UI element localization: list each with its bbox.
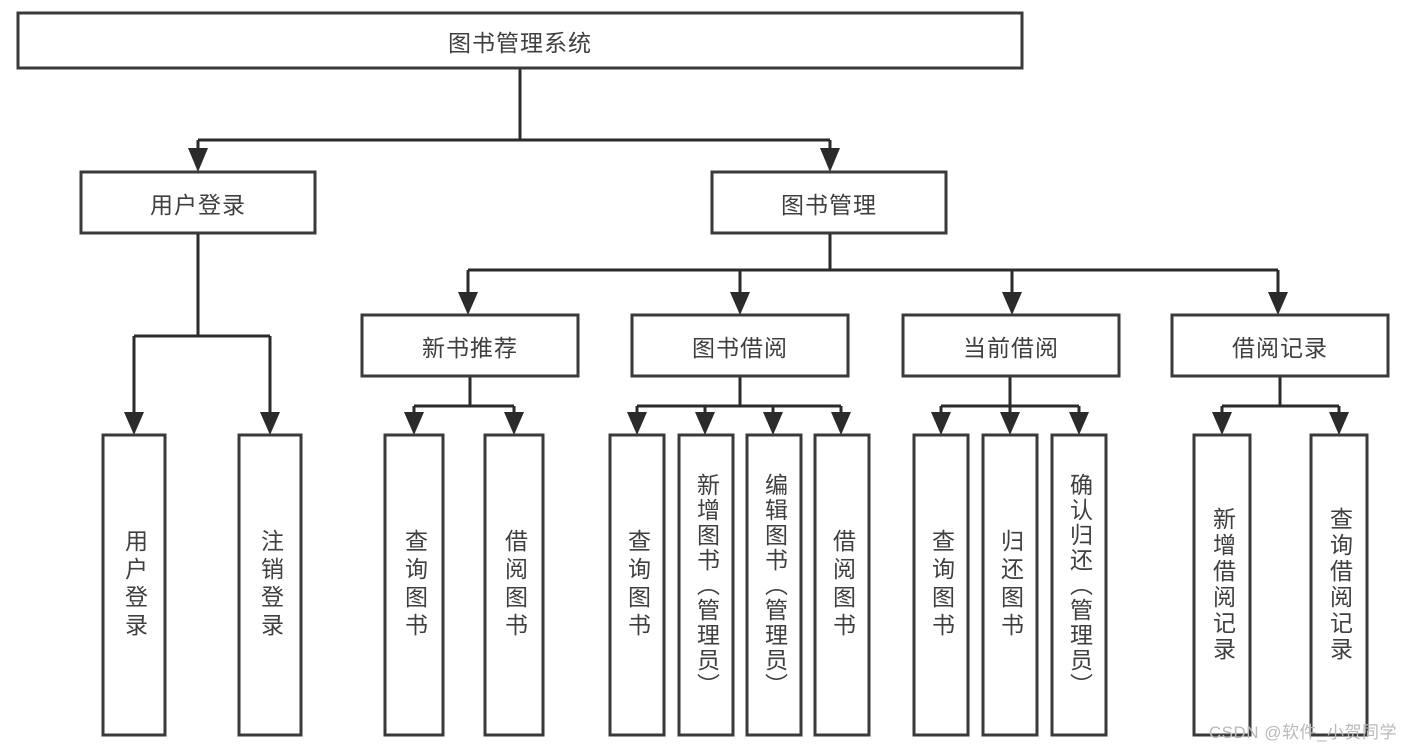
- connector-newbook-to-leaves: [404, 376, 524, 435]
- node-box-leaf-query-book-2[interactable]: [608, 433, 666, 737]
- csdn-watermark: CSDN @软件_小贺同学: [1208, 723, 1397, 742]
- node-box-leaf-confirm-return-admin[interactable]: [1050, 433, 1108, 737]
- node-box-leaf-user-login[interactable]: [101, 433, 167, 737]
- connector-bookmgmt-to-level3: [458, 233, 1288, 315]
- node-box-leaf-add-book-admin[interactable]: [677, 433, 735, 737]
- node-box-leaf-add-borrow-record[interactable]: [1192, 433, 1252, 737]
- node-box-root[interactable]: [16, 11, 1024, 70]
- node-box-leaf-borrow-book-1[interactable]: [483, 433, 545, 737]
- connector-bookborrow-to-leaves: [627, 376, 851, 435]
- node-box-leaf-return-book[interactable]: [981, 433, 1039, 737]
- connector-root-to-level2: [188, 68, 840, 172]
- node-box-leaf-query-book-3[interactable]: [912, 433, 970, 737]
- node-box-current-borrow[interactable]: [901, 313, 1121, 378]
- node-box-leaf-query-borrow-record[interactable]: [1309, 433, 1369, 737]
- node-box-book-borrow[interactable]: [630, 313, 850, 378]
- node-box-leaf-query-book-1[interactable]: [383, 433, 445, 737]
- connector-currentborrow-to-leaves: [931, 376, 1089, 435]
- node-box-borrow-record[interactable]: [1170, 313, 1390, 378]
- connector-userlogin-to-leaves: [124, 233, 280, 435]
- node-box-user-login[interactable]: [79, 170, 317, 235]
- node-box-leaf-logout[interactable]: [237, 433, 303, 737]
- node-box-leaf-borrow-book-2[interactable]: [813, 433, 871, 737]
- connector-borrowrecord-to-leaves: [1212, 376, 1349, 435]
- node-box-leaf-edit-book-admin[interactable]: [745, 433, 803, 737]
- node-box-book-management[interactable]: [710, 170, 948, 235]
- node-box-new-book-recommend[interactable]: [360, 313, 580, 378]
